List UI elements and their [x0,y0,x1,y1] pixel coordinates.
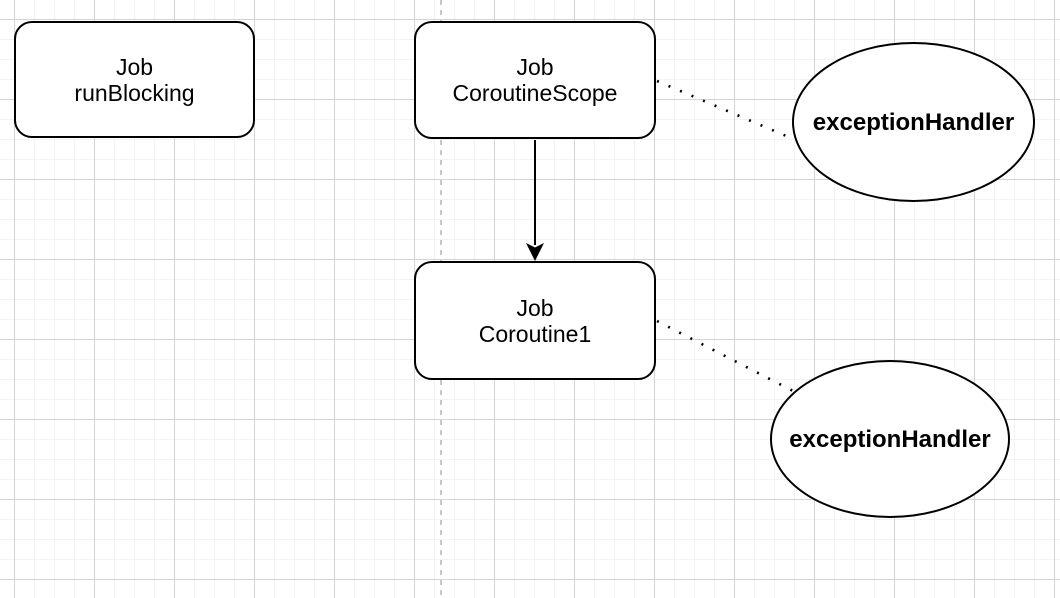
node-job-coroutine1[interactable]: Job Coroutine1 [414,261,656,380]
node-job-coroutine1-label-line1: Job [516,294,554,321]
edge-coroutine1-to-exceptionhandler-dotted[interactable] [656,319,796,394]
node-exceptionhandler-top-label: exceptionHandler [812,108,1015,136]
node-job-runblocking[interactable]: Job runBlocking [14,21,255,138]
edge-coroutinescope-to-exceptionhandler-dotted[interactable] [656,79,792,140]
node-job-coroutinescope-label-line1: Job [516,54,554,80]
arrowhead-icon [526,243,544,261]
edge-coroutinescope-to-coroutine1[interactable] [526,140,544,261]
node-job-runblocking-label-line1: Job [115,53,154,80]
node-job-coroutine1-label-line2: Coroutine1 [478,320,592,347]
node-exceptionhandler-bottom-label: exceptionHandler [789,425,991,453]
node-job-coroutinescope[interactable]: Job CoroutineScope [414,21,656,139]
node-job-runblocking-label-line2: runBlocking [74,79,195,106]
node-exceptionhandler-bottom[interactable]: exceptionHandler [770,360,1010,518]
node-exceptionhandler-top[interactable]: exceptionHandler [792,42,1035,202]
node-job-coroutinescope-label-line2: CoroutineScope [452,80,618,106]
